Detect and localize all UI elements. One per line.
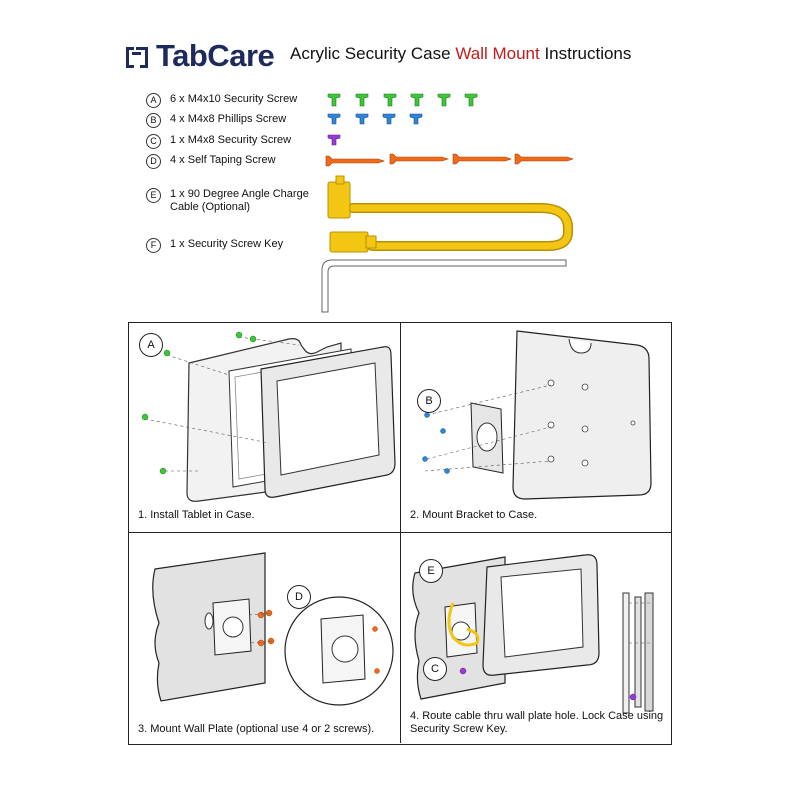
step-1-illustration [141, 331, 396, 502]
part-badge: E [146, 188, 161, 203]
phillips-screw-icon [327, 113, 423, 125]
part-badge: C [146, 134, 161, 149]
part-text: 4 x M4x8 Phillips Screw [170, 113, 287, 125]
callout-e: E [419, 559, 443, 583]
security-screw-icon [327, 93, 478, 107]
part-item-b: B 4 x M4x8 Phillips Screw [146, 113, 320, 128]
steps-grid: A 1. Install Tablet in Case. [128, 322, 672, 745]
callout-c: C [423, 657, 447, 681]
title-suffix: Instructions [539, 44, 632, 63]
title-accent: Wall Mount [455, 44, 540, 63]
part-text: 1 x Security Screw Key [170, 238, 284, 250]
self-tapping-screw-icon [325, 153, 574, 167]
title-prefix: Acrylic Security Case [290, 44, 456, 63]
part-badge: B [146, 113, 161, 128]
step-4-panel: E C 4. Route cable thru wall plate hole.… [401, 533, 671, 743]
parts-illustration [321, 93, 574, 313]
tabcare-logo-icon [122, 41, 152, 71]
step-3-panel: D 3. Mount Wall Plate (optional use 4 or… [129, 533, 401, 743]
security-screw-icon [327, 134, 341, 146]
brand-logo: TabCare [122, 36, 275, 76]
part-text: 4 x Self Taping Screw [170, 154, 276, 166]
part-badge: F [146, 238, 161, 253]
page-title: Acrylic Security Case Wall Mount Instruc… [290, 44, 631, 64]
part-badge: A [146, 93, 161, 108]
step-3-illustration [152, 552, 394, 706]
step-2-panel: B 2. Mount Bracket to Case. [401, 323, 671, 533]
callout-d: D [287, 585, 311, 609]
part-text: 1 x M4x8 Security Screw [170, 134, 292, 146]
part-item-f: F 1 x Security Screw Key [146, 238, 320, 253]
step-1-caption: 1. Install Tablet in Case. [138, 509, 255, 521]
callout-b: B [417, 389, 441, 413]
part-badge: D [146, 154, 161, 169]
part-text: 6 x M4x10 Security Screw [170, 93, 298, 105]
step-4-caption: 4. Route cable thru wall plate hole. Loc… [410, 710, 664, 735]
step-1-panel: A 1. Install Tablet in Case. [129, 323, 401, 533]
charge-cable-icon [327, 175, 573, 253]
part-item-d: D 4 x Self Taping Screw [146, 154, 320, 169]
part-text: 1 x 90 Degree Angle Charge Cable (Option… [170, 188, 309, 213]
step-2-illustration [422, 330, 652, 500]
part-item-c: C 1 x M4x8 Security Screw [146, 134, 320, 149]
callout-a: A [139, 333, 163, 357]
brand-name: TabCare [156, 38, 275, 73]
step-3-caption: 3. Mount Wall Plate (optional use 4 or 2… [138, 723, 375, 735]
screw-key-icon [321, 259, 567, 313]
step-2-caption: 2. Mount Bracket to Case. [410, 509, 538, 521]
part-item-e: E 1 x 90 Degree Angle Charge Cable (Opti… [146, 188, 320, 214]
part-item-a: A 6 x M4x10 Security Screw [146, 93, 320, 108]
